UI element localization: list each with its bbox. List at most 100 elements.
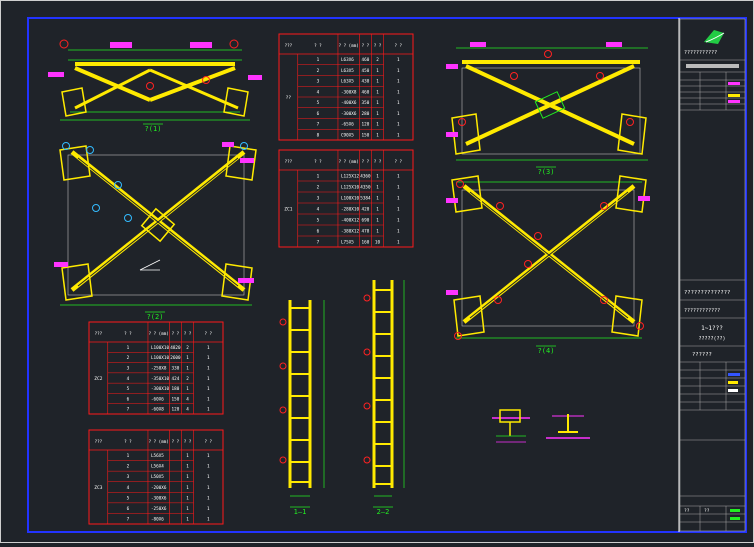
weld-symbol xyxy=(48,72,64,77)
table-border xyxy=(88,429,224,525)
slope-indicator xyxy=(139,259,161,271)
table-header-cell: ? ? xyxy=(362,43,370,48)
table-cell: 7 xyxy=(317,122,320,128)
weld-symbol xyxy=(446,64,458,69)
table-cell: 1 xyxy=(397,111,400,117)
view-top-left-truss: ?(1) xyxy=(48,39,262,133)
part-marker xyxy=(496,202,504,210)
part-marker xyxy=(363,294,371,302)
company-name: ??????????? xyxy=(684,50,717,56)
table-cell: L56X5 xyxy=(151,453,164,459)
table-cell: L50X5 xyxy=(151,474,164,480)
table-cell: 2 xyxy=(127,355,130,361)
table-cell: L100X10 xyxy=(341,195,360,201)
drawing-frame xyxy=(27,17,747,533)
table-cell: L63X6 xyxy=(341,57,354,63)
table-cell: 1 xyxy=(207,355,210,361)
part-marker xyxy=(510,72,518,80)
table-header-cell: ? ? xyxy=(204,331,212,336)
table-header-cell: ? ? xyxy=(172,331,180,336)
table-cell: 3 xyxy=(127,474,130,480)
diagonal-member xyxy=(149,66,236,102)
table-cell: 2 xyxy=(186,345,189,351)
table-border xyxy=(278,33,414,141)
table-cell: 1 xyxy=(207,506,210,512)
table-cell: 1 xyxy=(317,57,320,63)
table-cell: 160 xyxy=(362,239,370,245)
gusset-plate xyxy=(225,145,257,181)
table-cell: 460 xyxy=(362,57,370,63)
part-marker xyxy=(544,50,552,58)
part-marker xyxy=(363,348,371,356)
table-cell: 1 xyxy=(397,132,400,138)
table-cell: 8 xyxy=(317,132,320,138)
view-top-right-truss: ?(3) xyxy=(446,42,648,176)
gusset-plate xyxy=(59,145,91,181)
table-cell: 1 xyxy=(397,239,400,245)
table-cell: 1 xyxy=(186,355,189,361)
table-cell: 1 xyxy=(127,345,130,351)
table-cell: 1 xyxy=(376,206,379,212)
bolt-marker xyxy=(86,146,94,154)
part-marker xyxy=(524,260,532,268)
table-cell: 150 xyxy=(362,132,370,138)
drawing-title: 1~1??? xyxy=(701,325,723,332)
weld-symbol xyxy=(470,42,486,47)
view-section-1: 1—1 xyxy=(279,300,325,516)
table-cell: 1 xyxy=(376,89,379,95)
gusset-plate xyxy=(453,295,485,337)
frame-outline xyxy=(67,154,245,296)
table-cell: 1 xyxy=(376,217,379,223)
table-cell: 4350 xyxy=(360,184,371,190)
table-cell: 1 xyxy=(207,495,210,501)
table-header-cell: ? ? xyxy=(124,439,132,444)
table-cell: 6 xyxy=(317,228,320,234)
table-header-cell: ? ? xyxy=(124,331,132,336)
table-cell: 2 xyxy=(376,57,379,63)
table-cell: 1 xyxy=(207,517,210,523)
view-label: ?(4) xyxy=(538,347,555,355)
table-cell: 1 xyxy=(207,464,210,470)
table-cell: L63X5 xyxy=(341,68,354,74)
table-header-cell: ??? xyxy=(95,439,103,444)
gusset-plate xyxy=(61,263,93,301)
table-border xyxy=(88,321,224,415)
table-cell: 6 xyxy=(317,111,320,117)
table-header-cell: ? ? xyxy=(394,159,402,164)
table-cell: -200X6 xyxy=(151,485,167,491)
table-cell: -380X12 xyxy=(341,228,360,234)
part-marker xyxy=(636,322,644,330)
project-name: ?????????????? xyxy=(684,290,730,296)
table-cell: 1 xyxy=(397,173,400,179)
weld-symbol xyxy=(110,42,132,48)
center-plate xyxy=(534,91,566,119)
table-cell: 1 xyxy=(376,132,379,138)
table-cell: 3 xyxy=(317,195,320,201)
table-cell: 1 xyxy=(397,206,400,212)
table-cell: -300X6 xyxy=(341,111,357,117)
table-cell: L125X10 xyxy=(341,184,360,190)
table-cell: 460 xyxy=(362,89,370,95)
bolt-marker xyxy=(114,181,122,189)
table-cell: 1 xyxy=(376,122,379,128)
table-cell: L100X10 xyxy=(151,345,170,351)
gusset-plate xyxy=(61,87,87,117)
table-cell: -280X10 xyxy=(341,206,360,212)
bolt-marker xyxy=(240,142,248,150)
table-cell: 2 xyxy=(127,464,130,470)
part-marker xyxy=(279,406,287,414)
bolt-marker xyxy=(92,204,100,212)
table-cell: 1 xyxy=(207,386,210,392)
table-cell: 1 xyxy=(186,495,189,501)
part-marker xyxy=(363,456,371,464)
weld-symbol xyxy=(54,262,68,267)
table-cell: 5 xyxy=(317,100,320,106)
part-marker xyxy=(456,180,464,188)
table-cell: 5384 xyxy=(360,195,371,201)
gusset-plate xyxy=(221,263,253,301)
table-cell: 1 xyxy=(207,453,210,459)
bolt-marker xyxy=(124,214,132,222)
table-cell: 1 xyxy=(127,453,130,459)
